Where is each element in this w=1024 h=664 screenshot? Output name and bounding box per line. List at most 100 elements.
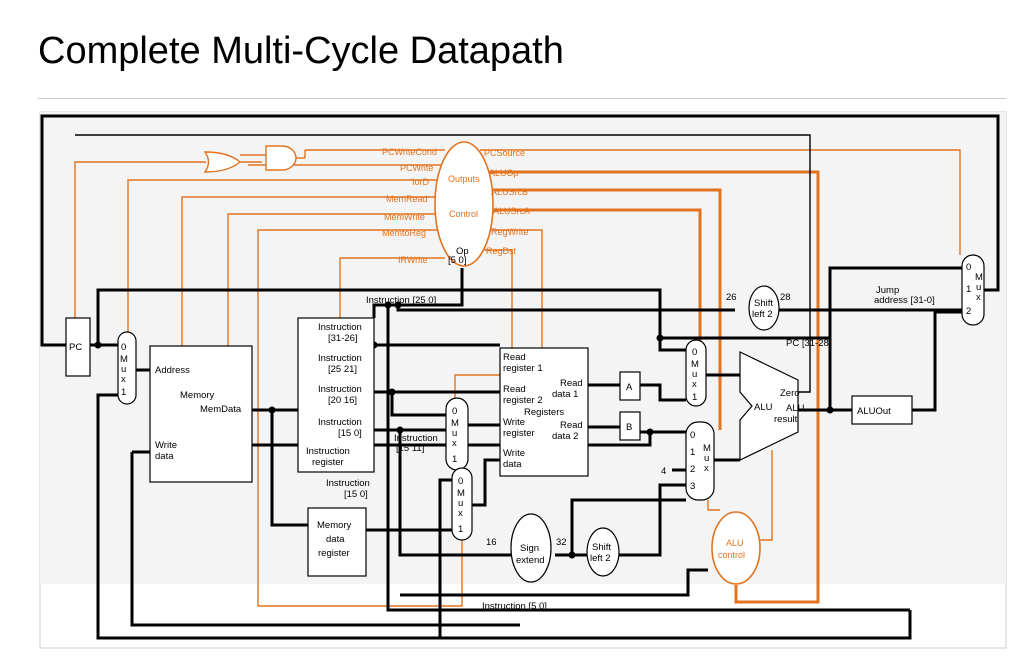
reg-data1: Read bbox=[560, 378, 583, 389]
ir-field2-bits: [25 21] bbox=[328, 364, 357, 375]
ir-field4-bits: [15 0] bbox=[338, 428, 362, 439]
mux-alusrca-u: u bbox=[692, 369, 697, 380]
mux-alusrcb-u: u bbox=[704, 453, 709, 464]
alu-control-label2: control bbox=[718, 550, 745, 560]
wire-instr-15-11-bits: [15 11] bbox=[396, 443, 424, 454]
shift-upper-label2: left 2 bbox=[752, 309, 773, 320]
wire-instr-5-0: Instruction [5 0] bbox=[482, 601, 547, 612]
signal-pcwritecond: PCWriteCond bbox=[382, 147, 437, 157]
memory-write-label: Write bbox=[155, 440, 177, 451]
shift-lower-label1: Shift bbox=[592, 542, 611, 553]
ir-field2: Instruction bbox=[318, 353, 362, 364]
signal-iord: IorD bbox=[412, 177, 430, 187]
ir-field3-bits: [20 16] bbox=[328, 395, 357, 406]
wire-26: 26 bbox=[726, 292, 737, 303]
alu-control bbox=[711, 511, 761, 585]
mux-alusrcb-2: 2 bbox=[690, 464, 695, 475]
reg-data2-label: data 2 bbox=[552, 431, 578, 442]
mux-memtoreg-u: u bbox=[458, 498, 463, 509]
a-register-label: A bbox=[626, 382, 633, 393]
mux-memtoreg bbox=[451, 467, 473, 541]
signal-regdst: RegDst bbox=[486, 246, 517, 256]
mux-address-1: 1 bbox=[121, 387, 126, 398]
signal-irwrite: IRWrite bbox=[398, 255, 428, 265]
memory-unit bbox=[149, 345, 253, 483]
mux-pcsource-0: 0 bbox=[966, 262, 971, 273]
mux-address-m: M bbox=[120, 354, 128, 365]
mux-alusrca bbox=[685, 339, 707, 407]
mux-alusrca-1: 1 bbox=[692, 392, 697, 403]
signal-memwrite: MemWrite bbox=[384, 212, 425, 222]
and-gate bbox=[265, 145, 297, 171]
mux-pcsource-1: 1 bbox=[966, 284, 971, 295]
sign-extend bbox=[510, 513, 552, 583]
reg-write-reg-label: register bbox=[503, 428, 535, 439]
ir-field1: Instruction bbox=[318, 322, 362, 333]
memory-name: Memory bbox=[180, 390, 215, 401]
mdr-line3: register bbox=[318, 548, 350, 559]
mux-pcsource-m: M bbox=[975, 272, 983, 283]
signal-pcwrite: PCWrite bbox=[400, 163, 433, 173]
ir-field3: Instruction bbox=[318, 384, 362, 395]
wire-jump-address: address [31-0] bbox=[874, 295, 935, 306]
mux-alusrca-m: M bbox=[691, 359, 699, 370]
mux-memtoreg-1: 1 bbox=[458, 524, 463, 535]
aluout-register bbox=[851, 395, 913, 425]
control-unit bbox=[434, 141, 494, 267]
shift-left-2-lower bbox=[586, 527, 620, 577]
memory-write-data: data bbox=[155, 451, 174, 462]
mux-address-u: u bbox=[121, 364, 126, 375]
mux-alusrca-x: x bbox=[692, 379, 697, 390]
b-register bbox=[619, 411, 641, 441]
reg-name: Registers bbox=[524, 407, 564, 418]
wire-16: 16 bbox=[486, 537, 497, 548]
mux-regdst-0: 0 bbox=[452, 406, 457, 417]
pc-register bbox=[65, 317, 91, 377]
signal-memread: MemRead bbox=[386, 194, 428, 204]
wire-pc-31-28: PC [31-28] bbox=[786, 338, 831, 349]
pc-label: PC bbox=[69, 342, 82, 353]
mux-pcsource bbox=[961, 254, 985, 326]
ir-field4: Instruction bbox=[318, 417, 362, 428]
mdr-line2: data bbox=[326, 534, 345, 545]
a-register bbox=[619, 371, 641, 401]
signal-aluop: ALUOp bbox=[489, 168, 519, 178]
reg-read1: Read bbox=[503, 352, 526, 363]
page-title: Complete Multi-Cycle Datapath bbox=[38, 30, 564, 72]
wire-instr-15-0-bits: [15 0] bbox=[344, 489, 368, 500]
mux-alusrcb-1: 1 bbox=[690, 447, 695, 458]
alu-result-label: ALU bbox=[786, 403, 805, 414]
mux-pcsource-x: x bbox=[976, 292, 981, 303]
signal-alusrcb: ALUSrcB bbox=[491, 187, 528, 197]
wire-jump: Jump bbox=[876, 285, 899, 296]
mdr-line1: Memory bbox=[317, 520, 352, 531]
mux-regdst-x: x bbox=[452, 438, 457, 449]
mux-memtoreg-x: x bbox=[458, 508, 463, 519]
reg-data1-label: data 1 bbox=[552, 389, 578, 400]
mux-pcsource-u: u bbox=[976, 282, 981, 293]
wire-instr-25-0: Instruction [25 0] bbox=[366, 295, 436, 306]
memory-address-label: Address bbox=[155, 365, 190, 376]
mux-alusrcb-m: M bbox=[703, 443, 711, 454]
control-op-label: Op bbox=[456, 246, 469, 257]
signal-memtoreg: MemtoReg bbox=[382, 228, 426, 238]
signal-alusrca: ALUSrcA bbox=[493, 206, 530, 216]
reg-data2: Read bbox=[560, 420, 583, 431]
reg-write-data-label: data bbox=[503, 459, 522, 470]
alu bbox=[739, 351, 799, 461]
shift-lower-label2: left 2 bbox=[590, 553, 611, 564]
mux-address bbox=[117, 331, 137, 405]
reg-read1-register: register 1 bbox=[503, 363, 543, 374]
memory-data-register bbox=[307, 507, 367, 577]
alu-control-label1: ALU bbox=[726, 538, 744, 548]
memory-memdata: MemData bbox=[200, 404, 242, 415]
mux-alusrcb-0: 0 bbox=[690, 430, 695, 441]
alu-label: ALU bbox=[754, 402, 773, 413]
b-register-label: B bbox=[626, 422, 632, 433]
reg-write-reg: Write bbox=[503, 417, 525, 428]
ir-name-register: register bbox=[312, 457, 344, 468]
reg-read2-register: register 2 bbox=[503, 395, 543, 406]
mux-memtoreg-m: M bbox=[457, 488, 465, 499]
instruction-register bbox=[297, 317, 375, 473]
